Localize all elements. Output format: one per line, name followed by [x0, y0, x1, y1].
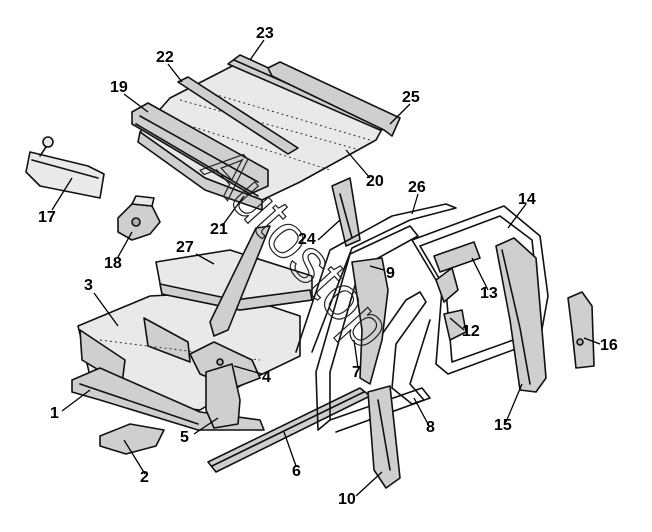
callout-21: 21	[210, 221, 228, 238]
callout-24: 24	[298, 231, 316, 248]
callout-4: 4	[262, 369, 271, 386]
roof-rail-22	[177, 76, 299, 155]
callout-22: 22	[156, 49, 174, 66]
quarter-inner-panel	[433, 241, 481, 303]
roof-rail-rear-19	[131, 102, 269, 197]
callout-14: 14	[518, 191, 536, 208]
b-pillar-upper	[331, 177, 361, 247]
callout-26: 26	[408, 179, 426, 196]
floor-side-bracket	[205, 363, 241, 429]
callout-8: 8	[426, 419, 435, 436]
callout-3: 3	[84, 277, 93, 294]
callout-6: 6	[292, 463, 301, 480]
callout-5: 5	[180, 429, 189, 446]
callout-12: 12	[462, 323, 480, 340]
leader-lines	[51, 39, 601, 497]
callout-19: 19	[110, 79, 128, 96]
door-lock-striker	[443, 309, 467, 341]
callout-9: 9	[386, 265, 395, 282]
callout-27: 27	[176, 239, 194, 256]
callout-18: 18	[104, 255, 122, 272]
callout-15: 15	[494, 417, 512, 434]
callout-25: 25	[402, 89, 420, 106]
rear-wheel-arch	[351, 257, 389, 385]
callout-17: 17	[38, 209, 56, 226]
sun-visor	[25, 136, 105, 199]
door-seal-rear	[371, 291, 431, 405]
callout-7: 7	[352, 364, 361, 381]
c-pillar-inner	[567, 291, 595, 369]
roof-rail-front-25	[267, 61, 401, 137]
callout-16: 16	[600, 337, 618, 354]
callout-13: 13	[480, 285, 498, 302]
callout-1: 1	[50, 405, 59, 422]
center-pillar	[367, 385, 401, 489]
callout-2: 2	[140, 469, 149, 486]
callout-23: 23	[256, 25, 274, 42]
callout-10: 10	[338, 491, 356, 508]
a-pillar	[209, 225, 271, 337]
callout-labels: 1 2 3 4 5 6 7 8 9 10 12 13 14 15 16 17 1…	[38, 25, 618, 508]
floor-bracket	[99, 423, 165, 455]
rear-pillar	[495, 237, 547, 393]
interior-handle	[117, 195, 161, 241]
door-seal-front	[295, 203, 457, 353]
callout-20: 20	[366, 173, 384, 190]
